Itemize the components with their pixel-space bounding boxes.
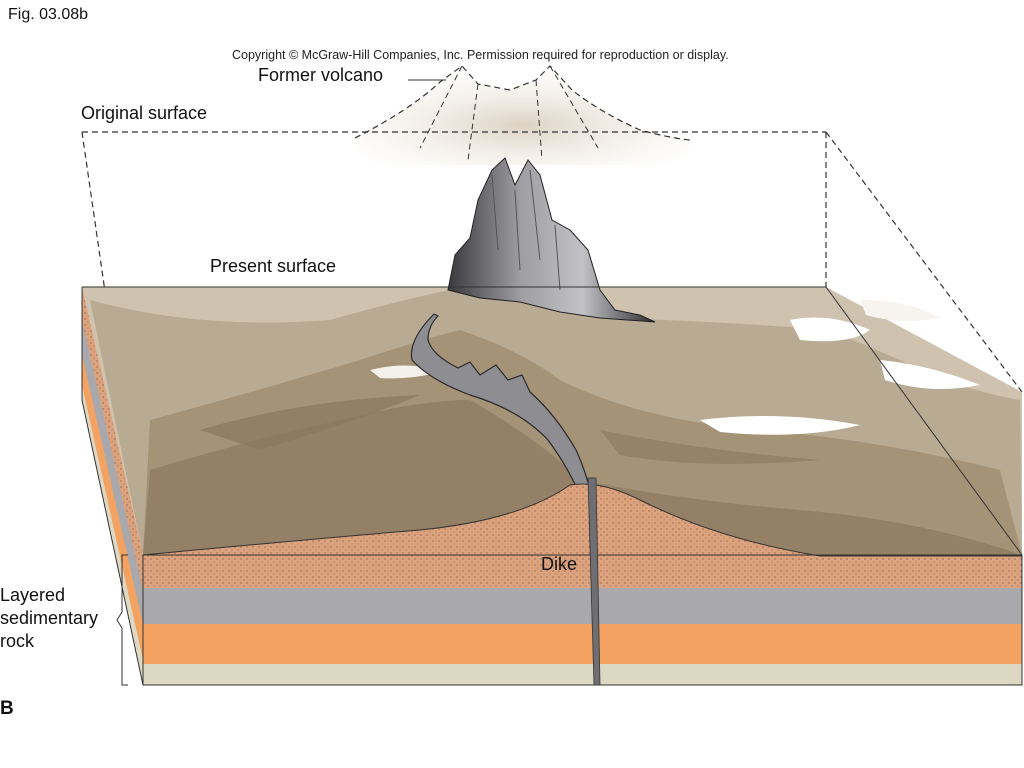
layered-line-2: sedimentary (0, 608, 99, 628)
block-top-edge (82, 286, 1023, 556)
dike-vertical (587, 477, 601, 686)
layered-line-3: rock (0, 631, 35, 651)
layered-sedimentary-rock-label: Layered sedimentary rock (0, 584, 120, 653)
volcanic-neck (447, 157, 656, 323)
part-label: B (0, 698, 14, 719)
copyright-notice: Copyright © McGraw-Hill Companies, Inc. … (232, 48, 729, 62)
present-surface-label: Present surface (210, 256, 337, 276)
layered-rock-bracket (116, 554, 128, 686)
dike-label: Dike (541, 554, 578, 574)
former-volcano-outline (354, 65, 691, 165)
former-volcano-label: Former volcano (258, 65, 384, 85)
figure-number: Fig. 03.08b (8, 6, 89, 23)
front-face-strata (142, 483, 1023, 686)
block-left-face (81, 287, 144, 686)
layered-line-1: Layered (0, 585, 66, 605)
original-surface-label: Original surface (81, 103, 208, 123)
